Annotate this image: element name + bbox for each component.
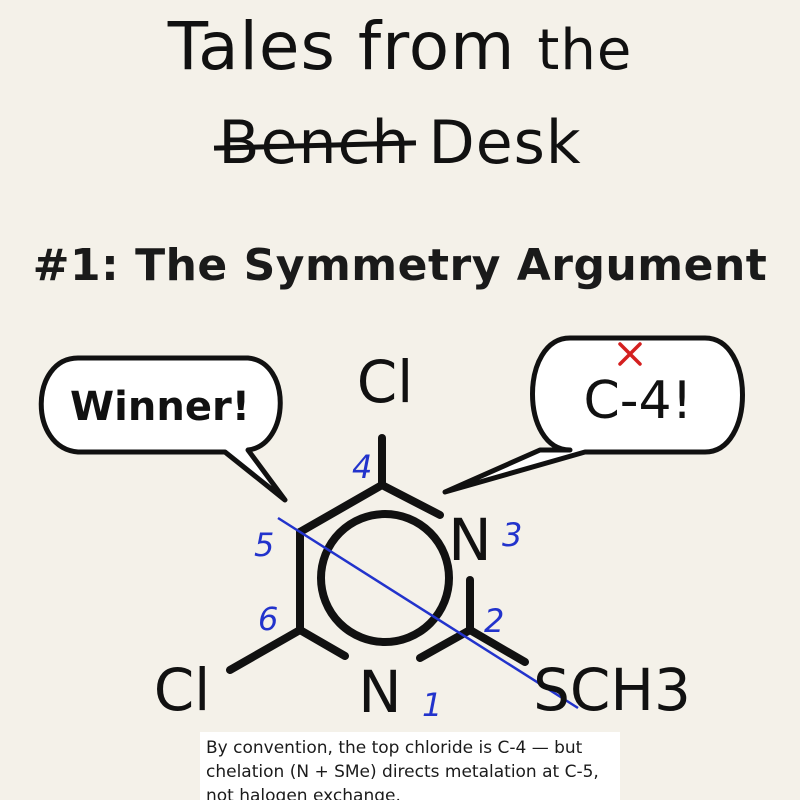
bond-sch3 <box>466 626 529 666</box>
speech-bubble-right: C-4! <box>442 335 745 495</box>
aromatic-circle <box>317 510 453 646</box>
bond-bottom-left-cl <box>226 626 304 674</box>
title-desk: Desk <box>428 108 582 178</box>
position-4: 4 <box>352 448 372 486</box>
position-3: 3 <box>502 516 522 554</box>
ring-bonds <box>296 481 474 662</box>
position-6: 6 <box>258 600 278 638</box>
blue-diagonal-line <box>277 516 579 710</box>
title-main: Tales from <box>167 8 516 85</box>
cross-mark-icon <box>618 342 642 366</box>
title-line-1: Tales from the <box>0 8 800 85</box>
position-2: 2 <box>484 602 504 640</box>
caption: By convention, the top chloride is C-4 —… <box>200 732 620 800</box>
position-5: 5 <box>254 526 274 564</box>
atom-n3: N <box>448 506 491 574</box>
bubble-right-text: C-4! <box>583 371 692 431</box>
bubble-left-text: Winner! <box>70 384 250 430</box>
position-1: 1 <box>422 686 442 724</box>
struck-word: Bench <box>218 108 411 178</box>
atom-n1: N <box>358 658 401 726</box>
subtitle: #1: The Symmetry Argument <box>32 240 768 291</box>
atom-cl-top: Cl <box>357 348 414 416</box>
atom-sch3: SCH3 <box>533 656 691 724</box>
atom-cl-bottom-left: Cl <box>154 656 211 724</box>
title-small: the <box>537 18 633 83</box>
speech-bubble-left: Winner! <box>38 355 288 503</box>
